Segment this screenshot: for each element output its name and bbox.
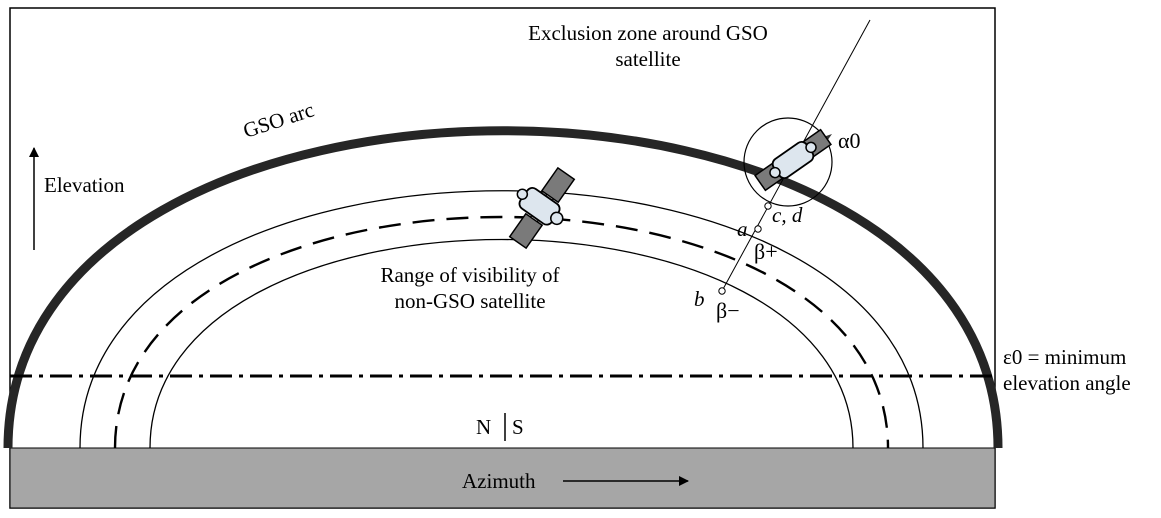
beta-minus-label: β− <box>716 298 740 323</box>
point-a-marker <box>754 225 762 233</box>
azimuth-label: Azimuth <box>462 469 536 493</box>
satellite-icon <box>508 166 576 250</box>
min-elevation-line2: elevation angle <box>1003 371 1131 395</box>
south-label: S <box>512 415 524 439</box>
point-b-marker <box>718 287 726 295</box>
satellite-icon <box>754 128 832 192</box>
gso-arc-label: GSO arc <box>240 97 317 142</box>
beta-plus-label: β+ <box>754 239 778 264</box>
ground-band <box>9 447 996 509</box>
point-b-label: b <box>694 287 705 311</box>
range-label-line1: Range of visibility of <box>380 263 559 287</box>
gso-arc <box>3 126 1003 449</box>
elevation-label: Elevation <box>44 173 125 197</box>
point-cd-marker <box>764 202 772 210</box>
alpha0-label: α0 <box>838 128 861 153</box>
visibility-outer-arc <box>79 190 924 449</box>
non-gso-track <box>113 215 890 449</box>
point-cd-label: c, d <box>772 203 803 227</box>
point-a-label: a <box>737 217 748 241</box>
exclusion-title-line1: Exclusion zone around GSO <box>528 21 768 45</box>
min-elevation-line1: ε0 = minimum <box>1003 345 1126 369</box>
visibility-inner-arc <box>149 238 854 449</box>
range-label-line2: non-GSO satellite <box>394 289 545 313</box>
diagram-frame <box>9 7 996 509</box>
exclusion-zone-circle <box>743 117 833 207</box>
north-label: N <box>476 415 491 439</box>
exclusion-title-line2: satellite <box>615 47 680 71</box>
